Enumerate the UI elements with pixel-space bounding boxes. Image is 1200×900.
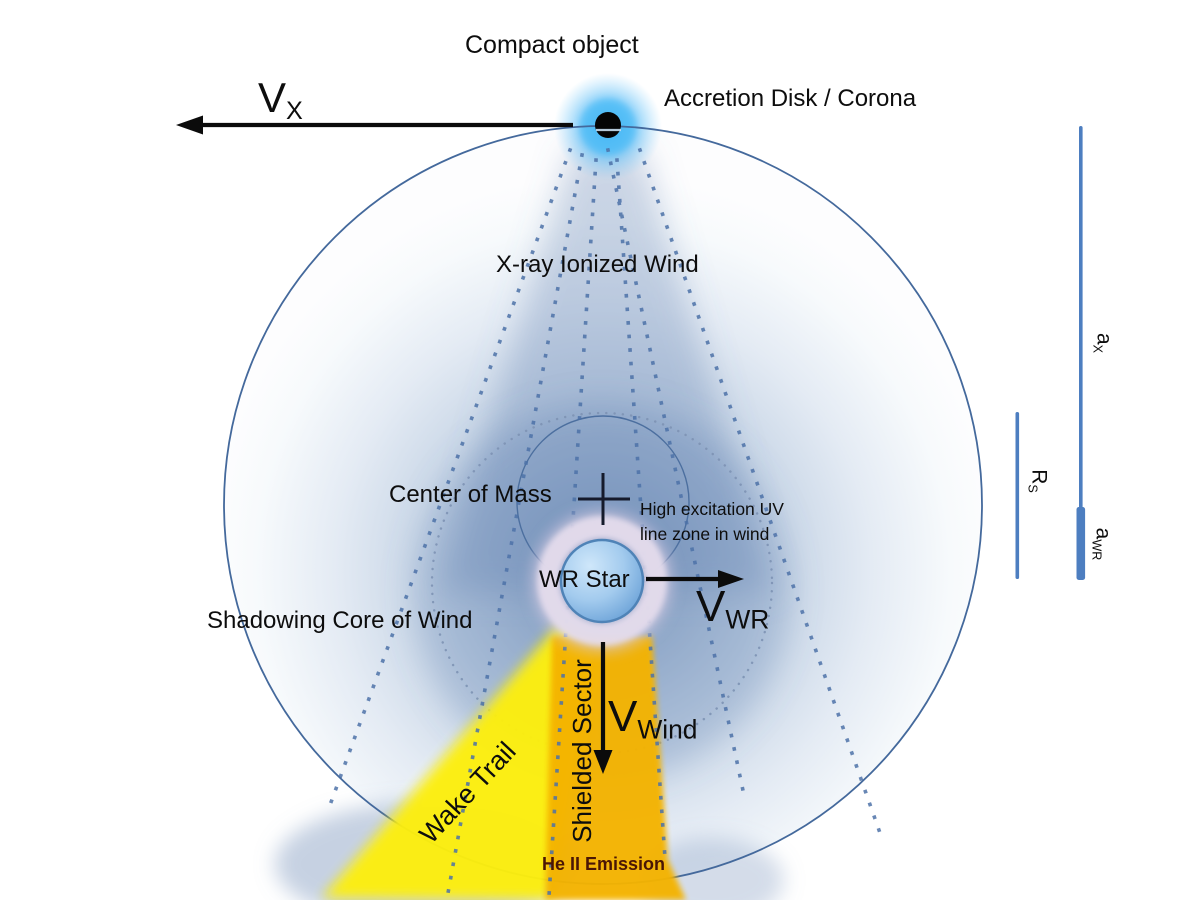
ray-6 [637,147,883,836]
vwr-main: V [696,582,726,631]
ax-sub: X [1090,344,1105,354]
uv-zone-dotted-circle [430,411,774,755]
rs-main: R [1027,469,1051,485]
vwr-arrowhead [718,570,744,588]
vwr-sub: WR [725,604,770,635]
vx-main: V [258,74,287,121]
xray-ionized-wind-label: X-ray Ionized Wind [496,251,699,278]
awr-sub: WR [1089,539,1104,561]
compact-object [595,112,621,138]
scale-bars [1015,126,1086,580]
vwind-sub: Wind [637,714,698,745]
accretion-disk-label: Accretion Disk / Corona [664,85,917,112]
shielded-sector-wedge [545,636,686,900]
ray-4 [615,158,667,860]
vwind-main: V [608,692,638,741]
heii-emission-label: He II Emission [542,854,666,874]
ax-scale-label: aX [1091,333,1116,353]
awr-main: a [1091,527,1115,540]
vx-label: VX [258,74,303,126]
ax-main: a [1092,332,1116,345]
ax-bar [1079,126,1083,578]
rs-scale-label: RS [1026,469,1051,493]
rs-sub: S [1025,484,1040,493]
vwr-label: VWR [696,582,769,635]
shadowing-core-label: Shadowing Core of Wind [207,607,473,634]
ray-2 [445,152,585,896]
center-of-mass-label: Center of Mass [389,481,552,508]
wr-star [559,538,645,624]
vwind-arrowhead [593,750,613,774]
wake-trail-wedge [322,622,604,900]
velocity-arrows [176,115,744,774]
rs-bar [1015,412,1020,579]
awr-scale-label: aWR [1090,528,1115,561]
wr-star-label: WR Star [539,566,630,593]
vx-sub: X [286,97,303,126]
center-of-mass-cross [578,473,630,525]
vwind-label: VWind [608,692,698,745]
compact-object-label: Compact object [465,31,639,59]
high-excitation-label: High excitation UV line zone in wind [640,499,784,544]
vx-arrowhead [176,115,203,135]
shielded-sector-label: Shielded Sector [567,659,597,843]
awr-bar [1076,507,1086,580]
